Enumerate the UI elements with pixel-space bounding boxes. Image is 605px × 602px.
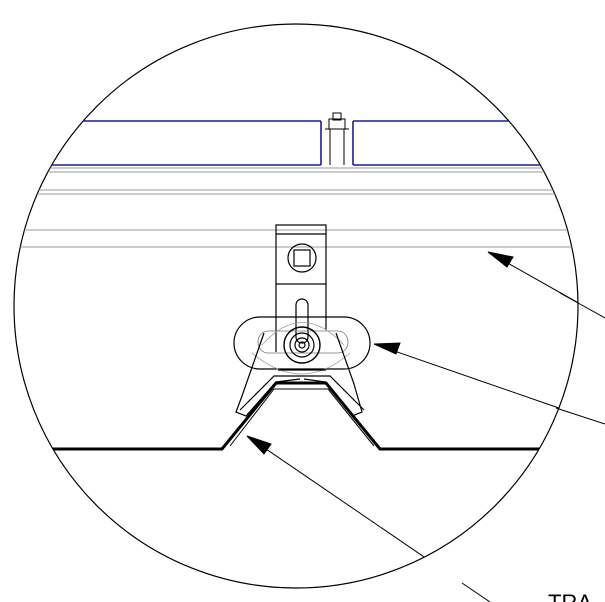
slotted-bracket bbox=[233, 316, 371, 375]
mounting-rail bbox=[14, 167, 578, 248]
arrowhead-profile bbox=[246, 435, 272, 455]
panel-clamp-cap bbox=[325, 112, 349, 165]
bracket-feet bbox=[235, 332, 365, 417]
detail-circle bbox=[13, 23, 579, 589]
leader-line-bracket bbox=[376, 344, 578, 425]
leader-line-profile bbox=[249, 437, 491, 588]
arrowhead-rail bbox=[487, 251, 514, 268]
arrowhead-bracket bbox=[373, 342, 401, 355]
rail-clamp bbox=[275, 224, 327, 352]
callout-label: TRA bbox=[548, 590, 592, 602]
trapezoid-sheet-profile bbox=[14, 381, 578, 451]
